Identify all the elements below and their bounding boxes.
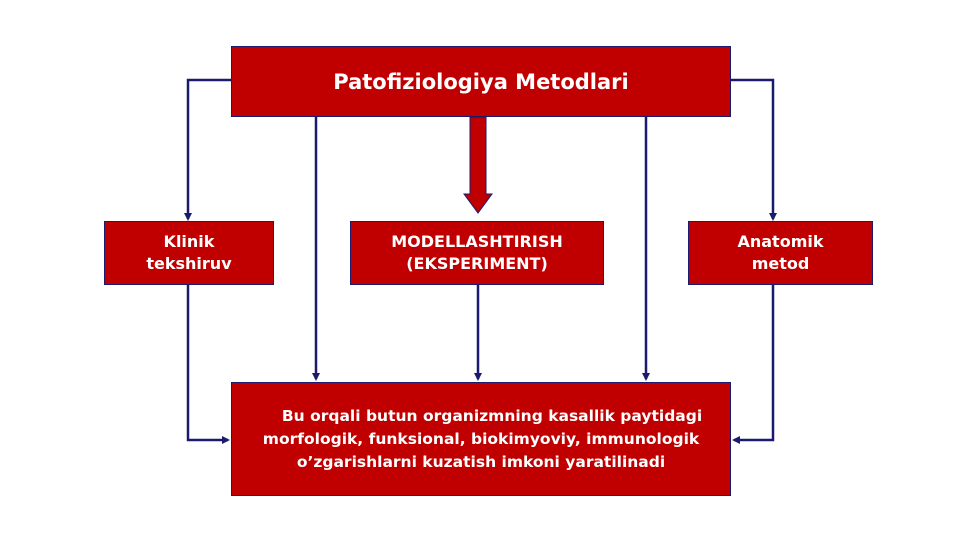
result-box-line3: o’zgarishlarni kuzatish imkoni yaratilin… [296,452,666,471]
left-box-line1: Klinik [163,232,215,251]
right-box-line1: Anatomik [737,232,824,251]
connector-right-to-bottom [732,285,775,444]
middle-box-line1: MODELLASHTIRISH [391,232,563,251]
big-arrow-top-to-middle [463,116,493,214]
title-box: Patofiziologiya Metodlari [231,46,731,117]
result-box-line2: morfologik, funksional, biokimyoviy, imm… [262,429,700,448]
result-box: Bu orqali butun organizmning kasallik pa… [231,382,731,496]
connector-left-to-bottom [186,285,230,444]
right-box-line2: metod [751,254,810,273]
left-box-line2: tekshiruv [146,254,232,273]
title-text: Patofiziologiya Metodlari [333,69,629,94]
result-box-line1: Bu orqali butun organizmning kasallik pa… [281,406,703,425]
left-method-box: Klinik tekshiruv [104,221,274,285]
connector-top-to-right [731,78,777,221]
connector-top-to-left [184,78,231,221]
right-method-box: Anatomik metod [688,221,873,285]
middle-box-line2: (EKSPERIMENT) [406,254,548,273]
middle-method-box: MODELLASHTIRISH (EKSPERIMENT) [350,221,604,285]
